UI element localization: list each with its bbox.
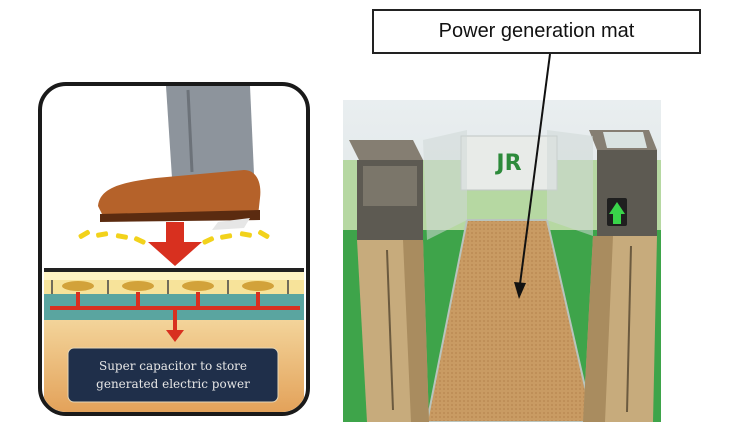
super-capacitor-box	[67, 347, 279, 403]
green-arrow-icon	[609, 202, 625, 224]
pressure-marks-icon	[78, 230, 270, 245]
ticket-gate-photo: JR	[343, 100, 661, 423]
piezo-elements	[44, 280, 304, 294]
wiring	[50, 292, 300, 332]
storage-label-line2: generated electric power	[96, 377, 250, 391]
storage-label-line1: Super capacitor to store	[99, 359, 247, 373]
trouser-leg	[166, 86, 254, 178]
jr-logo: JR	[494, 151, 521, 176]
callout-label-box: Power generation mat	[372, 9, 701, 54]
diagram-illustration: Super capacitor to store generated elect…	[38, 82, 310, 416]
pressure-arrow-icon	[148, 222, 202, 266]
left-gate	[349, 140, 429, 422]
floor-generator-diagram: Super capacitor to store generated elect…	[38, 82, 310, 416]
shoe-icon	[98, 170, 261, 230]
gate-illustration: JR	[343, 100, 661, 423]
current-arrow-icon	[166, 330, 184, 342]
right-gate	[583, 130, 657, 422]
callout-label: Power generation mat	[438, 20, 635, 42]
